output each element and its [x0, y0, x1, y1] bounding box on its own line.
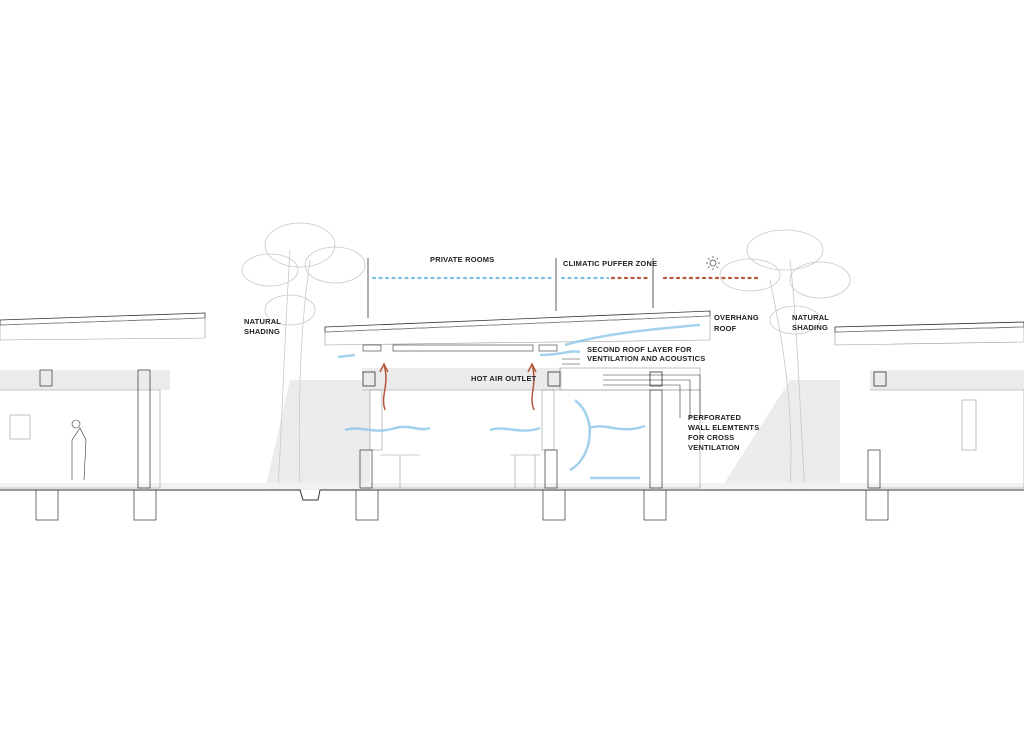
shade-area-left	[265, 380, 370, 490]
tree-right	[719, 229, 851, 491]
label-second-roof-1: SECOND ROOF LAYER FOR	[587, 345, 692, 354]
label-perforated-4: VENTILATION	[688, 443, 740, 452]
sun-icon	[706, 256, 720, 270]
ground-line	[0, 489, 1024, 501]
label-perforated-1: PERFORATED	[688, 413, 741, 422]
hot-airflow	[379, 362, 537, 411]
label-second-roof-2: VENTILATION AND ACOUSTICS	[587, 354, 705, 363]
label-climatic-zone: CLIMATIC PUFFER ZONE	[563, 259, 657, 268]
leader-perforated	[603, 374, 701, 418]
cool-airflow	[337, 323, 701, 480]
unit-left	[0, 312, 206, 521]
label-perforated-2: WALL ELEMTENTS	[688, 423, 759, 432]
label-overhang-roof-2: ROOF	[714, 324, 737, 333]
tree-left	[241, 222, 366, 491]
label-hot-air-outlet: HOT AIR OUTLET	[471, 374, 537, 383]
floor-slab	[0, 483, 1024, 489]
label-private-rooms: PRIVATE ROOMS	[430, 255, 494, 264]
label-natural-shading-left-2: SHADING	[244, 327, 280, 336]
label-natural-shading-right-2: SHADING	[792, 323, 828, 332]
label-natural-shading-left-1: NATURAL	[244, 317, 281, 326]
leader-second-roof	[562, 358, 580, 365]
shade-area-right	[720, 380, 840, 490]
label-natural-shading-right-1: NATURAL	[792, 313, 829, 322]
unit-right	[834, 321, 1024, 521]
label-overhang-roof-1: OVERHANG	[714, 313, 759, 322]
label-perforated-3: FOR CROSS	[688, 433, 734, 442]
